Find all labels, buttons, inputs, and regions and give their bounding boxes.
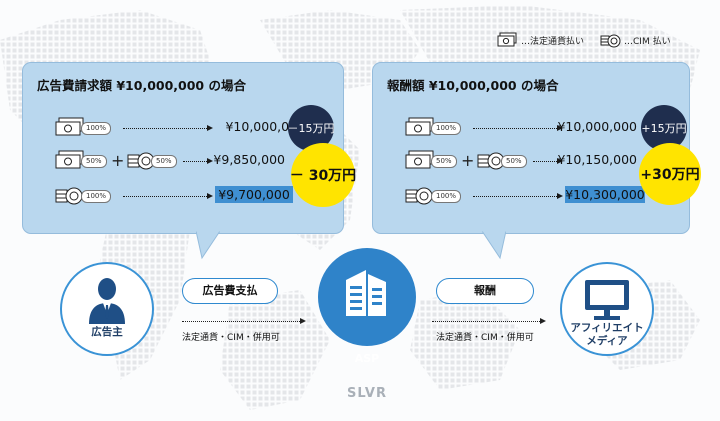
reward-pill: 報酬 bbox=[436, 278, 534, 304]
cim-percent-badge: 50% bbox=[501, 155, 527, 168]
fiat-percent-badge: 50% bbox=[81, 155, 107, 168]
affiliate-media-label-line1: アフィリエイト bbox=[570, 322, 644, 334]
advertiser-row-2: 50% + 50% ¥9,850,000 bbox=[23, 149, 343, 173]
slvr-watermark: SLVR bbox=[347, 386, 387, 401]
amount-value-highlight: ¥9,700,000 bbox=[215, 186, 293, 203]
cim-percent-badge: 100% bbox=[431, 190, 462, 203]
dotted-arrow bbox=[473, 196, 557, 197]
advertiser-node: 広告主 bbox=[60, 262, 154, 356]
affiliate-media-label: アフィリエイト メディア bbox=[562, 322, 652, 348]
right-flow-note: 法定通貨・CIM・併用可 bbox=[436, 333, 534, 343]
affiliate-row-3: 100% ¥10,300,000 bbox=[373, 184, 689, 208]
arrow-head bbox=[207, 124, 213, 131]
legend-fiat-label: …法定通貨払い bbox=[521, 36, 585, 47]
affiliate-media-node: アフィリエイト メディア bbox=[560, 262, 654, 356]
banknote-icon bbox=[55, 150, 84, 169]
saving-big-circle: － 30万円 bbox=[290, 143, 356, 207]
arrow-head bbox=[557, 157, 563, 164]
arrow-head bbox=[557, 124, 563, 131]
banknote-icon bbox=[405, 117, 434, 136]
monitor-icon bbox=[585, 280, 629, 320]
left-flow-note: 法定通貨・CIM・併用可 bbox=[182, 333, 280, 343]
dotted-arrow bbox=[123, 128, 207, 129]
dotted-arrow bbox=[123, 196, 207, 197]
amount-value-highlight: ¥10,300,000 bbox=[565, 186, 645, 203]
amount-value: ¥10,150,000 bbox=[557, 152, 637, 167]
fiat-percent-badge: 50% bbox=[431, 155, 457, 168]
affiliate-row-2: 50% + 50% ¥10,150,000 bbox=[373, 149, 689, 173]
cim-percent-badge: 100% bbox=[81, 190, 112, 203]
advertiser-label: 広告主 bbox=[91, 326, 123, 338]
amount-value: ¥10,000,000 bbox=[557, 119, 637, 134]
plus-sign: + bbox=[111, 151, 125, 170]
arrow-head bbox=[207, 157, 213, 164]
banknote-icon bbox=[55, 117, 84, 136]
fiat-percent-badge: 100% bbox=[81, 122, 112, 135]
coin-stack-icon bbox=[600, 34, 621, 48]
banknote-icon bbox=[497, 32, 517, 47]
asp-node bbox=[318, 248, 416, 346]
arrow-head bbox=[207, 192, 213, 199]
coin-stack-icon bbox=[127, 152, 155, 170]
advertiser-bubble-tail bbox=[196, 230, 220, 260]
advertiser-bubble-title: 広告費請求額 ¥10,000,000 の場合 bbox=[37, 78, 246, 93]
coin-stack-icon bbox=[55, 187, 83, 205]
right-flow-arrow bbox=[540, 317, 546, 324]
affiliate-media-label-line2: メディア bbox=[586, 335, 628, 347]
ad-payment-pill: 広告費支払 bbox=[182, 278, 278, 304]
advertiser-bubble: 広告費請求額 ¥10,000,000 の場合 100% ¥10,000,000 … bbox=[22, 62, 356, 234]
left-flow-arrow bbox=[300, 317, 306, 324]
right-flow-line bbox=[432, 321, 540, 322]
advertiser-row-3: 100% ¥9,700,000 bbox=[23, 184, 343, 208]
legend-fiat: …法定通貨払い bbox=[497, 30, 584, 50]
businessman-icon bbox=[89, 278, 125, 324]
affiliate-row-1: 100% ¥10,000,000 bbox=[373, 116, 689, 140]
arrow-head bbox=[557, 192, 563, 199]
advertiser-row-1: 100% ¥10,000,000 bbox=[23, 116, 343, 140]
amount-value: ¥9,850,000 bbox=[213, 152, 285, 167]
plus-sign: + bbox=[461, 151, 475, 170]
dotted-arrow bbox=[183, 161, 207, 162]
legend-cim-label: …CIM 払い bbox=[624, 36, 671, 47]
gain-big-circle: +30万円 bbox=[639, 143, 701, 205]
fiat-percent-badge: 100% bbox=[431, 122, 462, 135]
building-icon bbox=[346, 270, 386, 316]
banknote-icon bbox=[405, 150, 434, 169]
affiliate-bubble-tail bbox=[482, 230, 506, 260]
dotted-arrow bbox=[473, 128, 557, 129]
cim-percent-badge: 50% bbox=[151, 155, 177, 168]
dotted-arrow bbox=[533, 161, 557, 162]
amount-value: ¥10,000,000 bbox=[225, 119, 305, 134]
legend-cim: …CIM 払い bbox=[600, 30, 671, 50]
affiliate-bubble: 報酬額 ¥10,000,000 の場合 100% ¥10,000,000 50%… bbox=[372, 62, 701, 234]
affiliate-bubble-title: 報酬額 ¥10,000,000 の場合 bbox=[387, 78, 559, 93]
coin-stack-icon bbox=[477, 152, 505, 170]
left-flow-line bbox=[182, 321, 302, 322]
asp-label: ASP bbox=[354, 352, 380, 365]
